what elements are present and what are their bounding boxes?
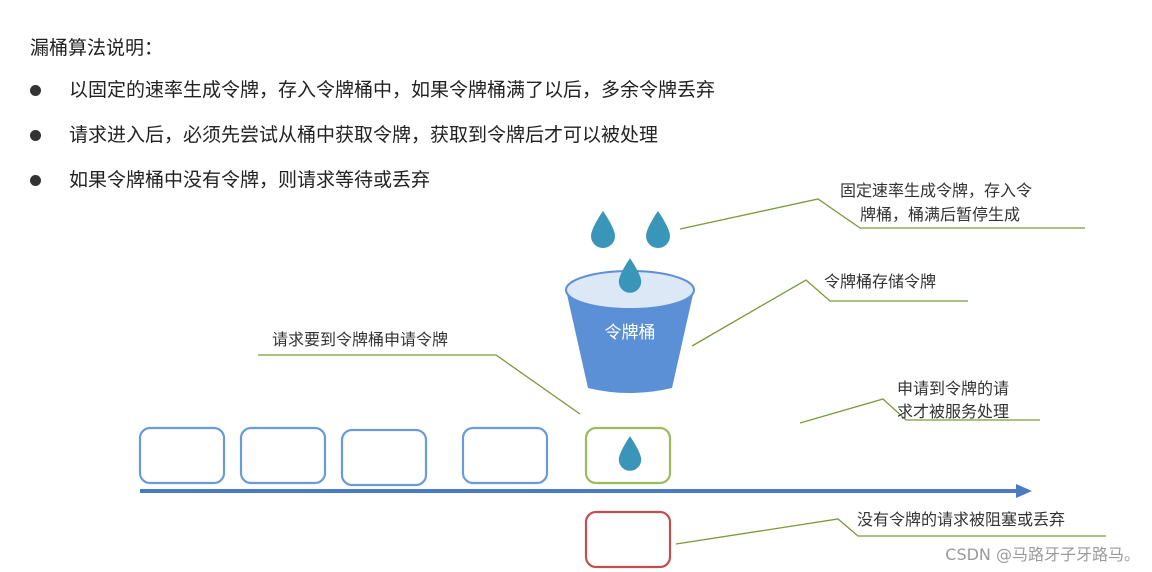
- token-drop-icon: [591, 211, 615, 248]
- watermark: CSDN @马路牙子牙路马。: [945, 545, 1140, 564]
- bucket-label: 令牌桶: [604, 323, 656, 343]
- blocked-request-box: [584, 510, 672, 569]
- leader-lines: [258, 198, 1106, 545]
- arrow-head-icon: [1016, 484, 1032, 498]
- bullet-item: 以固定的速率生成令牌，存入令牌桶中，如果令牌桶满了以后，多余令牌丢弃: [30, 76, 715, 121]
- leader-line-storage: [691, 279, 968, 347]
- request-box: [239, 426, 327, 485]
- bullet-dot-icon: [30, 130, 41, 141]
- bullet-item: 请求进入后，必须先尝试从桶中获取令牌，获取到令牌后才可以被处理: [30, 121, 715, 166]
- bullet-text: 如果令牌桶中没有令牌，则请求等待或丢弃: [69, 169, 431, 191]
- token-drop-icon: [646, 211, 670, 248]
- bullet-text: 以固定的速率生成令牌，存入令牌桶中，如果令牌桶满了以后，多余令牌丢弃: [69, 79, 716, 101]
- annotation-processed-line2: 求才被服务处理: [897, 402, 1010, 421]
- page-title: 漏桶算法说明：: [30, 37, 164, 59]
- annotation-request-apply: 请求要到令牌桶申请令牌: [272, 330, 449, 349]
- annotation-blocked: 没有令牌的请求被阻塞或丢弃: [857, 510, 1066, 529]
- token-drop-icon: [618, 258, 642, 293]
- request-box: [138, 426, 226, 485]
- request-box: [340, 428, 428, 487]
- bullet-item: 如果令牌桶中没有令牌，则请求等待或丢弃: [30, 166, 715, 211]
- annotation-processed-line1: 申请到令牌的请: [897, 379, 1010, 398]
- bullet-list: 以固定的速率生成令牌，存入令牌桶中，如果令牌桶满了以后，多余令牌丢弃 请求进入后…: [30, 76, 715, 211]
- leader-line-generate: [679, 198, 1085, 230]
- bullet-dot-icon: [30, 175, 41, 186]
- annotation-generate-line2: 牌桶，桶满后暂停生成: [860, 205, 1021, 224]
- leader-line-processed: [799, 398, 1040, 424]
- bucket-shape: [565, 270, 695, 393]
- annotation-storage: 令牌桶存储令牌: [824, 272, 937, 291]
- annotation-generate-line1: 固定速率生成令牌，存入令: [840, 181, 1033, 200]
- bullet-dot-icon: [30, 85, 41, 96]
- bullet-text: 请求进入后，必须先尝试从桶中获取令牌，获取到令牌后才可以被处理: [69, 124, 659, 146]
- request-box: [461, 426, 549, 485]
- leader-line-blocked: [675, 518, 1106, 545]
- leader-line-request: [258, 354, 581, 415]
